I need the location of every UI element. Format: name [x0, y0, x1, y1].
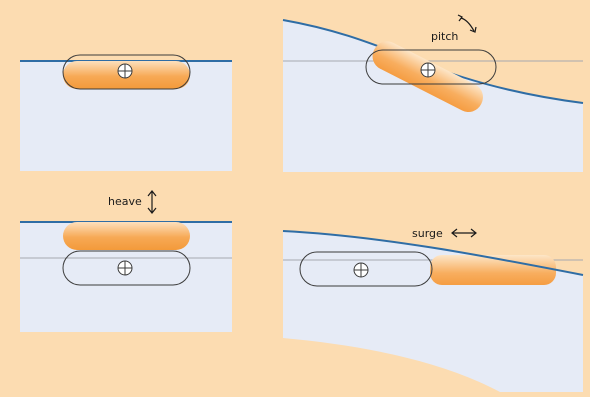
heave-panel: heave [20, 191, 232, 332]
center-crosshair-icon [118, 64, 132, 78]
horizontal-double-arrow-icon [452, 229, 476, 237]
pitch-label: pitch [431, 30, 458, 43]
center-crosshair-icon [421, 63, 435, 77]
heaved-float-fill [63, 222, 190, 250]
pitch-panel: pitch [283, 15, 583, 172]
curved-double-arrow-icon [458, 15, 476, 32]
center-crosshair-icon [354, 263, 368, 277]
surge-panel: surge [283, 227, 583, 392]
center-crosshair-icon [118, 261, 132, 275]
surge-label: surge [412, 227, 443, 240]
surged-float-fill [430, 255, 556, 285]
vertical-double-arrow-icon [148, 191, 156, 213]
neutral-panel [20, 55, 232, 171]
heave-label: heave [108, 195, 142, 208]
